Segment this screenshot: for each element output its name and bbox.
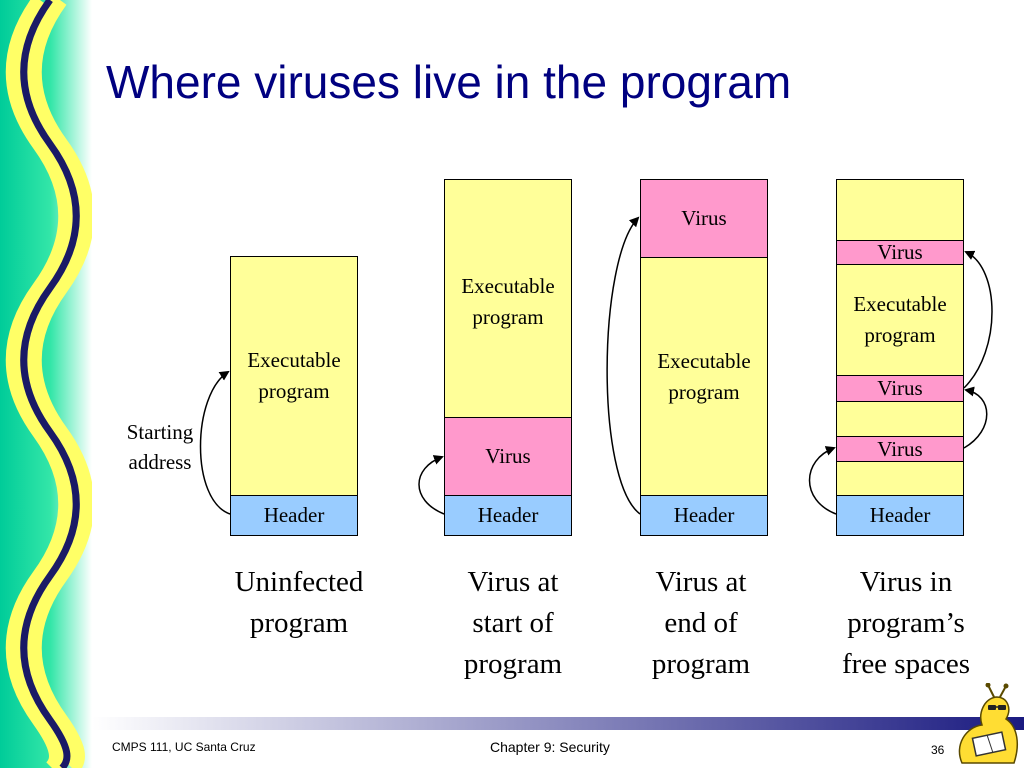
arrow-header-to-program [199, 370, 231, 515]
footer-chapter: Chapter 9: Security [490, 739, 610, 755]
header-block: Header [444, 495, 572, 536]
arrow-header-to-virus [808, 446, 837, 515]
caption-uninfected: Uninfected program [234, 566, 364, 639]
slug-mascot-logo [958, 683, 1019, 764]
header-block: Header [836, 495, 964, 536]
caption-virus-start: Virus at start of program [463, 566, 563, 680]
executable-block: Executable program [230, 256, 358, 496]
header-block: Header [640, 495, 768, 536]
free-space-block [836, 401, 964, 437]
virus-block: Virus [640, 179, 768, 258]
page-number: 36 [931, 743, 945, 757]
caption-virus-free-spaces: Virus in program’s free spaces [842, 566, 970, 680]
executable-block: Executable program [640, 257, 768, 496]
arrow-virus-to-virus [963, 386, 988, 449]
footer-bar [92, 717, 1024, 730]
caption-virus-end: Virus at end of program [651, 566, 751, 680]
executable-block: Executable program [836, 264, 964, 376]
slide-title: Where viruses live in the program [106, 56, 792, 108]
free-space-block [836, 461, 964, 496]
virus-block: Virus [836, 436, 964, 462]
virus-block: Virus [836, 375, 964, 402]
header-block: Header [230, 495, 358, 536]
free-space-block [836, 179, 964, 241]
arrow-header-to-virus [418, 455, 445, 515]
left-decorative-border [0, 0, 92, 768]
footer-course: CMPS 111, UC Santa Cruz [112, 740, 256, 754]
virus-block: Virus [836, 240, 964, 265]
arrow-header-to-virus [606, 216, 641, 515]
starting-address-label: Starting address [126, 420, 194, 474]
arrow-virus-to-virus [963, 250, 993, 389]
executable-block: Executable program [444, 179, 572, 418]
